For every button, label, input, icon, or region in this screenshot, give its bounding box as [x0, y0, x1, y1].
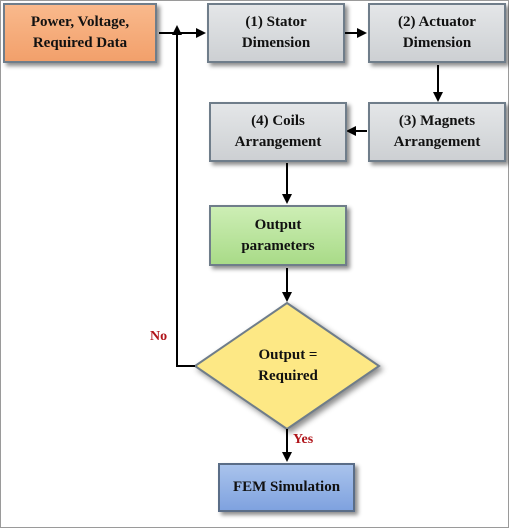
- decision-label: Output = Required: [228, 344, 348, 388]
- arrow-feedback-no: [172, 25, 195, 367]
- coils-arrangement-label: (4) Coils Arrangement: [234, 113, 322, 150]
- stator-dimension-box: (1) Stator Dimension: [207, 3, 345, 63]
- output-parameters-label: Output parameters: [241, 216, 315, 254]
- input-data-label: Power, Voltage, Required Data: [30, 14, 130, 51]
- input-data-box: Power, Voltage, Required Data: [3, 3, 157, 63]
- actuator-dimension-box: (2) Actuator Dimension: [368, 3, 506, 63]
- edge-label-no: No: [150, 329, 168, 344]
- stator-dimension-label: (1) Stator Dimension: [241, 14, 311, 51]
- decision-text: Output = Required: [258, 347, 318, 384]
- fem-simulation-label: FEM Simulation: [232, 479, 341, 495]
- coils-arrangement-box: (4) Coils Arrangement: [209, 102, 347, 162]
- output-parameters-box: Output parameters: [209, 205, 347, 266]
- magnets-arrangement-box: (3) Magnets Arrangement: [368, 102, 506, 162]
- actuator-dimension-label: (2) Actuator Dimension: [398, 14, 476, 51]
- magnets-arrangement-label: (3) Magnets Arrangement: [393, 113, 481, 150]
- edge-label-yes: Yes: [293, 432, 314, 447]
- fem-simulation-box: FEM Simulation: [218, 463, 355, 512]
